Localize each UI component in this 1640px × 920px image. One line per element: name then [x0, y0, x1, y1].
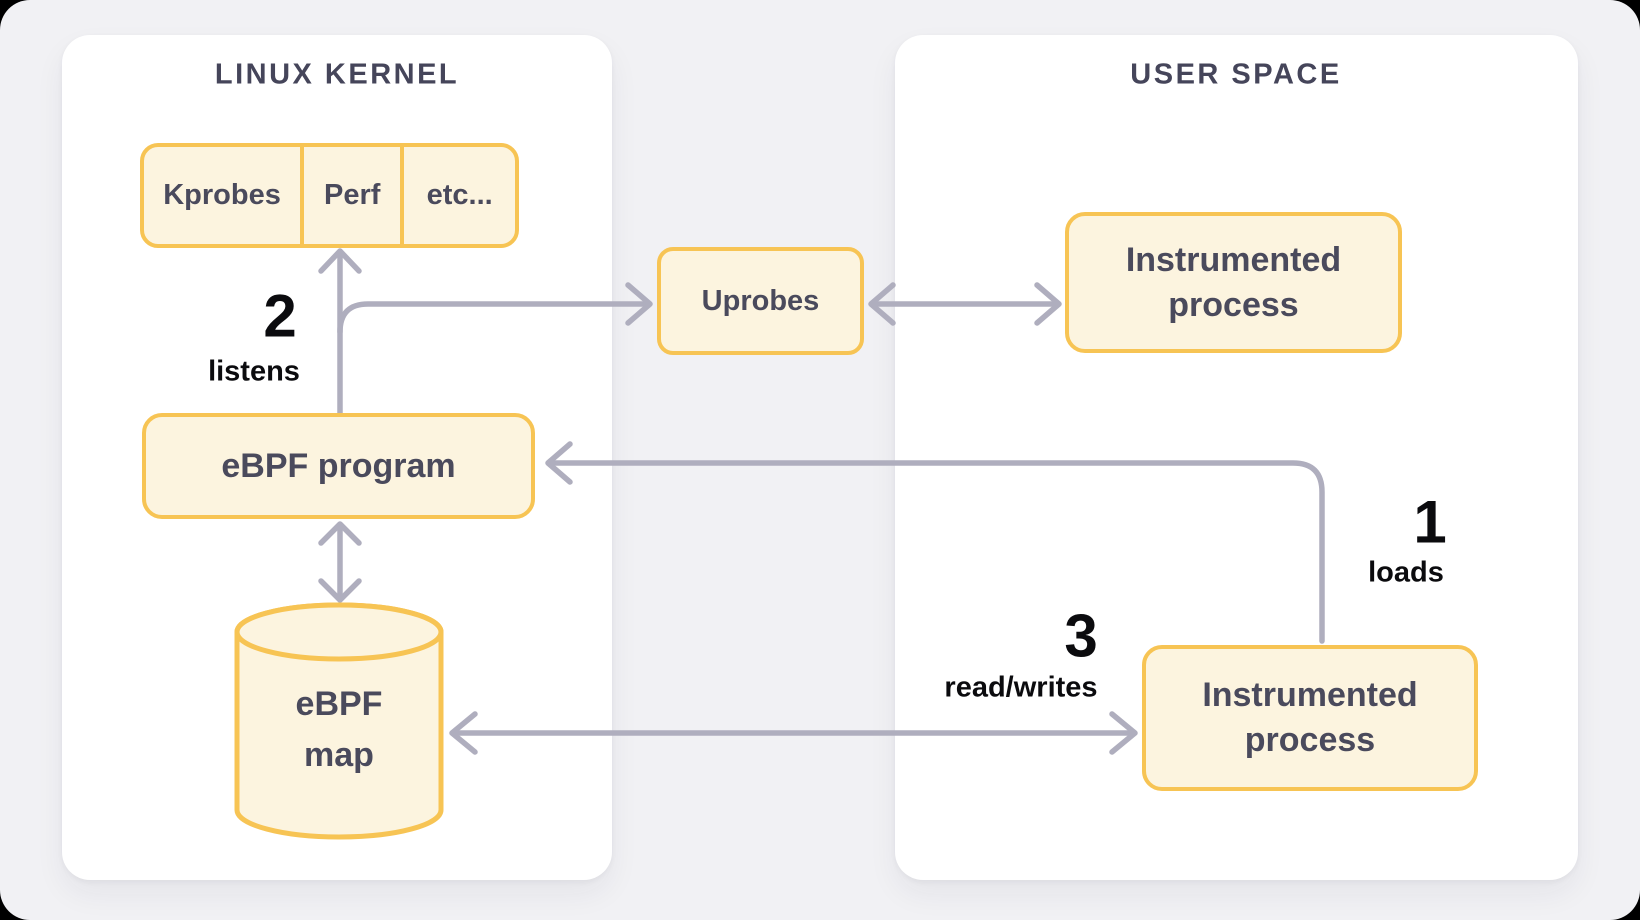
step-3-number: 3 — [1064, 602, 1098, 670]
arrow-program-to-uprobes-line — [337, 301, 649, 335]
panel-title-linux-kernel: LINUX KERNEL — [214, 58, 460, 91]
node-instrumented-process-bottom: Instrumented process — [1142, 645, 1478, 791]
node-instrumented-process-top: Instrumented process — [1065, 212, 1402, 353]
arrow-loads-head — [545, 441, 573, 485]
arrow-program-to-uprobes-head — [625, 282, 653, 326]
probe-cell-etc: etc... — [400, 147, 515, 244]
arrow-read-writes-head-right — [1109, 711, 1138, 755]
step-1-label: loads — [1368, 556, 1444, 589]
node-ebpf-map-label: eBPF map — [295, 685, 383, 774]
node-uprobes: Uprobes — [657, 247, 864, 355]
step-1-number: 1 — [1413, 488, 1447, 556]
arrow-uprobes-instrumented-head-left — [868, 282, 896, 326]
node-ebpf-program: eBPF program — [142, 413, 535, 519]
panel-title-user-space: USER SPACE — [1130, 58, 1342, 91]
ebpf-map-cylinder — [234, 602, 444, 840]
step-3-label: read/writes — [944, 671, 1098, 704]
arrow-listens-head — [318, 248, 362, 274]
arrow-uprobes-instrumented-head-right — [1034, 282, 1062, 326]
node-probe-row: Kprobes Perf etc... — [140, 143, 519, 248]
arrow-loads-line — [548, 460, 1325, 644]
probe-cell-kprobes: Kprobes — [163, 179, 281, 211]
cylinder-top-rim — [234, 602, 444, 662]
arrow-program-map-head-bottom — [318, 578, 362, 603]
step-2-number: 2 — [263, 282, 297, 350]
arrow-program-map-head-top — [318, 521, 362, 546]
probe-cell-perf: Perf — [300, 147, 400, 244]
step-2-label: listens — [208, 355, 300, 388]
arrow-read-writes-head-left — [449, 711, 478, 755]
